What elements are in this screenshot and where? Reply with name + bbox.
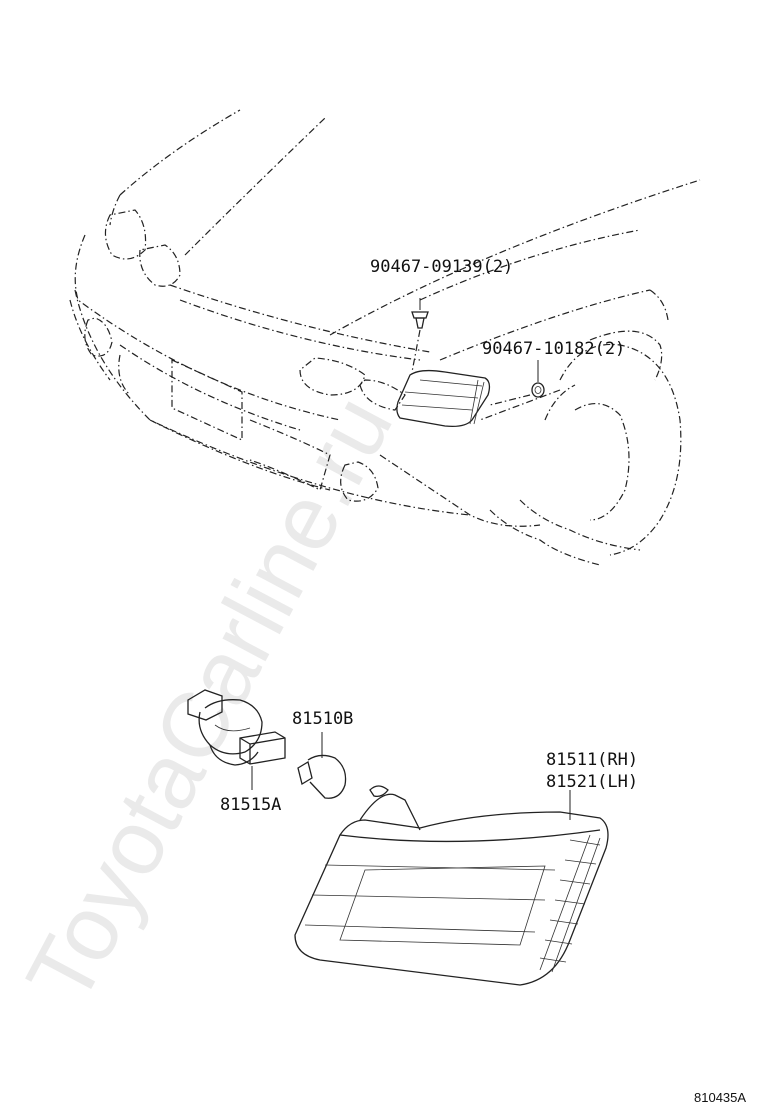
watermark: ToyotaCarline.ru [8, 380, 413, 1019]
label-socket: 81515A [220, 795, 281, 815]
label-lamp-rh: 81511(RH) [546, 750, 638, 770]
diagram-reference: 810435A [694, 1090, 746, 1105]
corner-lamp-assembly [294, 785, 609, 986]
label-lamp-lh: 81521(LH) [546, 772, 638, 792]
screw-side-part [489, 360, 545, 406]
socket-part [187, 689, 286, 790]
label-bulb: 81510B [292, 709, 353, 729]
corner-lamp-installed [396, 369, 491, 428]
screw-top-part [411, 298, 429, 373]
label-screw-side: 90467-10182(2) [482, 339, 625, 359]
car-body-outline [69, 109, 701, 566]
bulb-part [297, 732, 347, 799]
label-screw-top: 90467-09139(2) [370, 257, 513, 277]
